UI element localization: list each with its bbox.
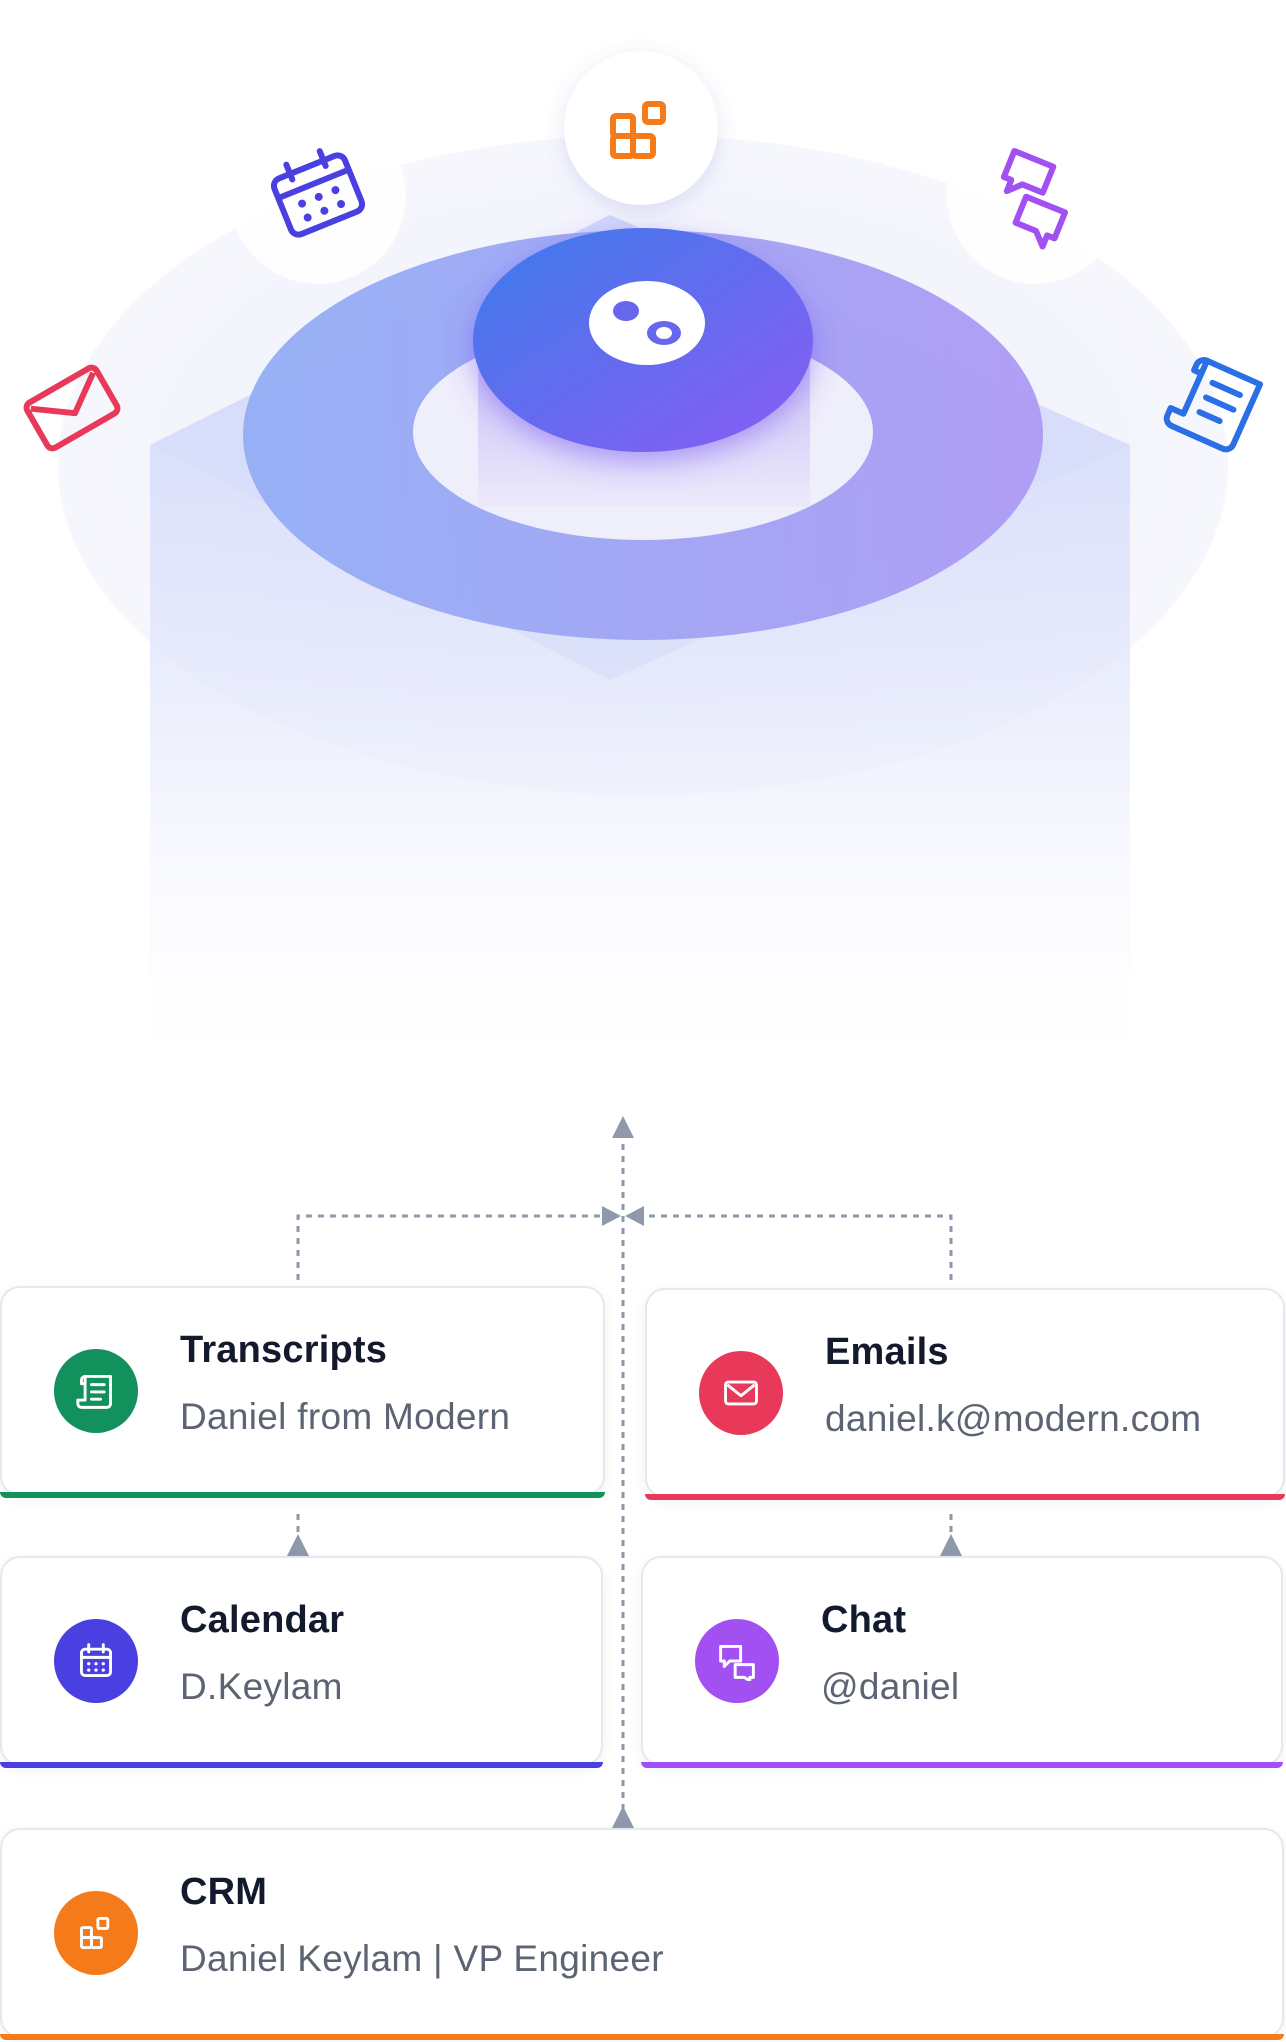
envelope-icon bbox=[724, 1380, 758, 1406]
card-accent-bar bbox=[641, 1762, 1283, 1768]
arrowhead-top bbox=[612, 1116, 634, 1138]
card-subtitle: Daniel from Modern bbox=[180, 1396, 511, 1437]
card-title: Emails bbox=[825, 1331, 949, 1373]
envelope-icon bbox=[23, 364, 121, 452]
source-card-transcripts[interactable]: Transcripts Daniel from Modern bbox=[0, 1286, 605, 1498]
scroll-icon bbox=[76, 1375, 112, 1409]
card-title: Chat bbox=[821, 1599, 907, 1641]
transcripts-branch bbox=[296, 1214, 604, 1280]
card-accent-bar bbox=[0, 2034, 1284, 2040]
bubble-chat bbox=[947, 108, 1123, 284]
emails-branch bbox=[642, 1214, 953, 1280]
chat-icon-circle bbox=[695, 1619, 779, 1703]
chat-bubbles-icon bbox=[719, 1645, 755, 1681]
card-subtitle: Daniel Keylam | VP Engineer bbox=[180, 1938, 664, 1979]
card-accent-bar bbox=[645, 1494, 1285, 1500]
scroll-icon bbox=[1163, 357, 1264, 453]
arrowhead-calendar bbox=[287, 1534, 309, 1556]
source-card-crm[interactable]: CRM Daniel Keylam | VP Engineer bbox=[0, 1828, 1284, 2040]
card-subtitle: daniel.k@modern.com bbox=[825, 1398, 1202, 1439]
app-grid-icon bbox=[80, 1917, 110, 1949]
app-grid-icon bbox=[610, 101, 666, 159]
chat-bubbles-icon bbox=[1000, 147, 1069, 250]
card-accent-bar bbox=[0, 1492, 605, 1498]
hub-illustration bbox=[23, 51, 1264, 1100]
calendar-icon bbox=[270, 148, 366, 238]
calendar-icon-circle bbox=[54, 1619, 138, 1703]
card-accent-bar bbox=[0, 1762, 603, 1768]
card-subtitle: @daniel bbox=[821, 1666, 960, 1707]
arrowhead-crm bbox=[612, 1806, 634, 1828]
hub-logo-icon bbox=[589, 281, 705, 365]
arrowhead-left-in bbox=[602, 1206, 621, 1226]
arrowhead-right-in bbox=[625, 1206, 644, 1226]
source-card-chat[interactable]: Chat @daniel bbox=[641, 1556, 1283, 1768]
transcripts-icon-circle bbox=[54, 1349, 138, 1433]
card-title: CRM bbox=[180, 1871, 268, 1913]
bubble-apps bbox=[564, 51, 718, 205]
connector-lines bbox=[287, 1116, 962, 1828]
card-title: Transcripts bbox=[180, 1329, 388, 1371]
source-card-calendar[interactable]: Calendar D.Keylam bbox=[0, 1556, 603, 1768]
crm-icon-circle bbox=[54, 1891, 138, 1975]
arrowhead-chat bbox=[940, 1534, 962, 1556]
card-title: Calendar bbox=[180, 1599, 345, 1641]
source-card-emails[interactable]: Emails daniel.k@modern.com bbox=[645, 1288, 1285, 1500]
calendar-icon bbox=[80, 1643, 112, 1677]
emails-icon-circle bbox=[699, 1351, 783, 1435]
card-subtitle: D.Keylam bbox=[180, 1666, 343, 1707]
